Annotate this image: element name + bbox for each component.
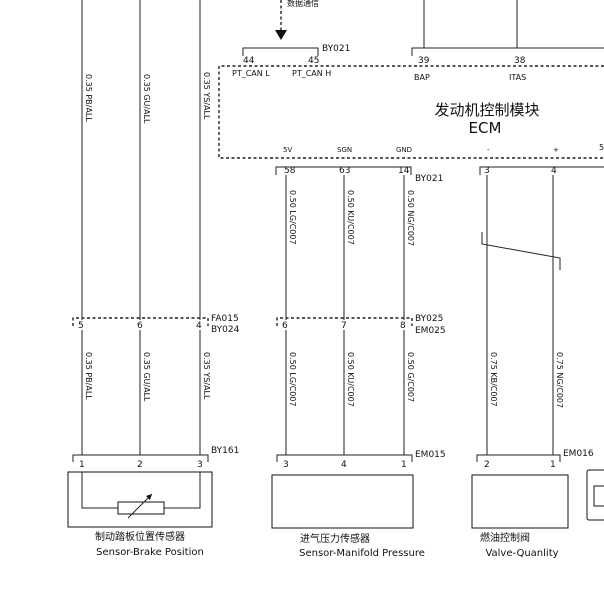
em016-pin-2: 1 — [550, 460, 556, 470]
right-edge-component — [586, 469, 604, 521]
em015-pin-2: 4 — [341, 460, 347, 470]
wire-label-lu-2: 0.35 GU/ALL — [142, 74, 151, 124]
manifold-sensor-cn: 进气压力传感器 — [300, 532, 370, 545]
pin-58: 58 — [284, 166, 296, 176]
wire-label-ml-3: 0.50 G/C007 — [406, 352, 415, 402]
brake-sensor-en: Sensor-Brake Position — [96, 547, 204, 558]
bracket-44-45 — [242, 47, 319, 56]
brake-sensor-box — [67, 471, 213, 528]
by025-pin-1: 6 — [282, 321, 288, 331]
valve-en: Valve-Quanlity — [485, 548, 558, 559]
by161-pin-2: 2 — [137, 460, 143, 470]
by161-pin-3: 3 — [197, 460, 203, 470]
em015-pin-1: 3 — [283, 460, 289, 470]
by025-pin-3: 8 — [400, 321, 406, 331]
em015-pin-3: 1 — [401, 460, 407, 470]
pin-label-5v: 5V — [283, 146, 292, 154]
fa015-pin-2: 6 — [137, 321, 143, 331]
fa015-pin-1: 5 — [78, 321, 84, 331]
wire-label-ml-2: 0.50 KU/C007 — [346, 352, 355, 407]
em016-label: EM016 — [563, 449, 594, 459]
wire-label-mu-3: 0.50 NG/C007 — [406, 190, 415, 246]
pin-label-pt-can-l: PT_CAN L — [232, 69, 270, 78]
by025-pin-2: 7 — [341, 321, 347, 331]
wire-label-r-2: 0.75 NG/C007 — [555, 352, 564, 408]
right-edge-inner — [593, 485, 604, 507]
wire-label-mu-2: 0.50 KU/C007 — [346, 190, 355, 245]
connector-em016 — [476, 454, 561, 462]
pin-4: 4 — [551, 166, 557, 176]
wire-label-ll-1: 0.35 PB/ALL — [84, 352, 93, 400]
pin-label-itas: ITAS — [509, 73, 526, 82]
wire-label-ll-3: 0.35 YS/ALL — [202, 352, 211, 400]
by161-pin-1: 1 — [79, 460, 85, 470]
pin-39: 39 — [418, 56, 430, 66]
bracket-58-14 — [275, 166, 412, 175]
pin-label-plus: + — [553, 146, 559, 154]
by161-label: BY161 — [211, 446, 239, 456]
ecm-conn-top: BY021 — [322, 44, 350, 54]
wire-label-ml-1: 0.50 LG/C007 — [288, 352, 297, 407]
manifold-sensor-en: Sensor-Manifold Pressure — [299, 548, 425, 559]
connector-by161 — [72, 454, 209, 462]
fa015-pin-3: 4 — [196, 321, 202, 331]
ecm-name-en: ECM — [469, 119, 502, 137]
pin-3: 3 — [484, 166, 490, 176]
wire-label-lu-1: 0.35 PB/ALL — [84, 74, 93, 122]
pin-label-pt-can-h: PT_CAN H — [292, 69, 331, 78]
pin-63: 63 — [339, 166, 350, 176]
bracket-3-4 — [479, 166, 604, 175]
wire-label-ll-2: 0.35 GU/ALL — [142, 352, 151, 402]
em016-pin-1: 2 — [484, 460, 490, 470]
brake-sensor-cn: 制动踏板位置传感器 — [95, 530, 185, 543]
pin-label-minus: - — [487, 146, 490, 154]
ecm-name-cn: 发动机控制模块 — [434, 101, 539, 119]
valve-cn: 燃油控制阀 — [480, 531, 530, 544]
em015-label: EM015 — [415, 450, 446, 460]
bracket-39-38 — [411, 47, 604, 56]
pin-38: 38 — [514, 56, 526, 66]
fa015-label-1: FA015 — [211, 314, 239, 324]
valve-box — [471, 474, 569, 529]
ecm-box — [218, 65, 604, 159]
manifold-sensor-box — [271, 474, 414, 529]
wire-label-r-1: 0.75 KB/C007 — [489, 352, 498, 407]
pin-label-bap: BAP — [414, 73, 430, 82]
by025-label-1: BY025 — [415, 314, 443, 324]
arrow-down-icon — [275, 30, 287, 40]
shield-line — [481, 232, 561, 270]
pin-5: 5 — [599, 143, 604, 152]
pin-44: 44 — [243, 56, 255, 66]
fa015-label-2: BY024 — [211, 325, 240, 335]
pin-label-gnd: GND — [396, 146, 412, 154]
brake-inner-left — [81, 472, 118, 509]
pin-14: 14 — [398, 166, 410, 176]
pin-45: 45 — [308, 56, 319, 66]
by025-label-2: EM025 — [415, 326, 446, 336]
brake-inner-right — [164, 472, 201, 509]
connector-em015 — [276, 454, 413, 462]
data-bus-note: 数据通信 — [287, 0, 319, 8]
wire-label-lu-3: 0.35 YS/ALL — [202, 72, 211, 120]
pin-label-sgn: SGN — [337, 146, 352, 154]
ecm-conn-bottom: BY021 — [415, 174, 443, 184]
wire-label-mu-1: 0.50 LG/C007 — [288, 190, 297, 245]
potentiometer-icon — [117, 501, 165, 515]
potentiometer-arrowhead-icon — [146, 494, 152, 500]
